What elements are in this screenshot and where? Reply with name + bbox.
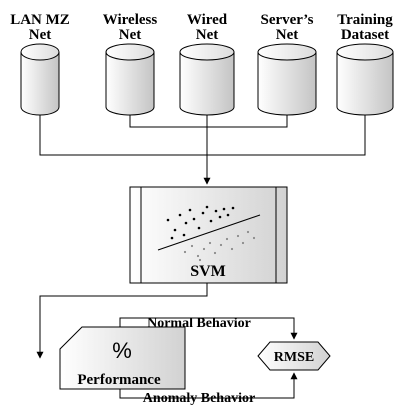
- source-label-training-line2: Dataset: [341, 27, 389, 43]
- performance-label: Performance: [77, 372, 161, 388]
- svm-box: SVM: [129, 186, 288, 284]
- source-label-server-line2: Net: [276, 27, 299, 43]
- connector-outer-bracket: [39, 115, 366, 156]
- anomaly-behavior-label: Anomaly Behavior: [143, 391, 255, 405]
- rmse-node: RMSE: [257, 341, 331, 371]
- rmse-label: RMSE: [274, 350, 314, 365]
- source-label-training-line1: Training: [337, 12, 393, 28]
- svm-scatter-icon: [157, 205, 261, 262]
- database-icon-wireless: [105, 43, 155, 116]
- source-label-server-line1: Server’s: [260, 12, 313, 28]
- percent-icon: %: [112, 338, 132, 363]
- source-connectors: [39, 115, 366, 185]
- source-cylinders: [20, 43, 394, 116]
- source-label-lan-mz-line1: LAN MZ: [10, 12, 70, 28]
- svm-label: SVM: [190, 263, 226, 280]
- anomaly-behavior-arrow: [119, 372, 298, 399]
- normal-behavior-arrow: [119, 317, 298, 340]
- database-icon-server: [257, 43, 317, 116]
- source-labels: LAN MZ Net Wireless Net Wired Net Server…: [10, 12, 393, 43]
- performance-node: % Performance: [59, 326, 186, 390]
- database-icon-wired: [179, 43, 235, 116]
- source-label-wired-line2: Net: [196, 27, 219, 43]
- source-label-wired-line1: Wired: [187, 12, 228, 28]
- database-icon-lan-mz: [20, 43, 60, 116]
- arrow-svm-to-performance: [36, 283, 208, 359]
- source-label-lan-mz-line2: Net: [29, 27, 52, 43]
- database-icon-training: [336, 43, 394, 116]
- source-label-wireless-line2: Net: [119, 27, 142, 43]
- source-label-wireless-line1: Wireless: [103, 12, 158, 28]
- connector-inner-bracket: [129, 115, 288, 128]
- normal-behavior-label: Normal Behavior: [147, 316, 251, 331]
